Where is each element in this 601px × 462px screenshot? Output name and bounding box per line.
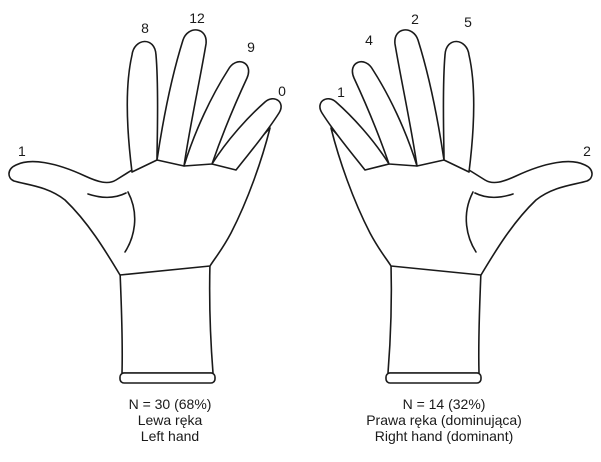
- left-index-count: 8: [141, 20, 149, 36]
- left-cuff-band: [120, 373, 215, 383]
- right-cuff-band: [386, 373, 481, 383]
- right-hand-label-english: Right hand (dominant): [324, 428, 564, 444]
- left-middle-count: 12: [189, 10, 205, 26]
- right-index-count: 5: [464, 14, 472, 30]
- left-index-finger: [127, 41, 157, 172]
- right-index-finger: [443, 41, 473, 172]
- right-hand: [320, 30, 592, 383]
- left-hand-label-polish: Lewa ręka: [50, 412, 290, 428]
- right-little-count: 1: [337, 84, 345, 100]
- left-thumb-count: 1: [18, 143, 26, 159]
- right-wrist: [388, 262, 481, 373]
- right-hand-caption: N = 14 (32%) Prawa ręka (dominująca) Rig…: [324, 396, 564, 444]
- left-hand-label-english: Left hand: [50, 428, 290, 444]
- left-wrist: [120, 262, 213, 373]
- left-hand-caption: N = 30 (68%) Lewa ręka Left hand: [50, 396, 290, 444]
- right-ring-count: 4: [365, 32, 373, 48]
- right-thumb-count: 2: [583, 143, 591, 159]
- right-middle-count: 2: [411, 11, 419, 27]
- left-hand-sample-size: N = 30 (68%): [50, 396, 290, 412]
- left-hand: 1 8 12 9 0: [9, 10, 286, 383]
- right-hand-label-polish: Prawa ręka (dominująca): [324, 412, 564, 428]
- left-little-count: 0: [278, 83, 286, 99]
- right-hand-sample-size: N = 14 (32%): [324, 396, 564, 412]
- left-ring-count: 9: [247, 39, 255, 55]
